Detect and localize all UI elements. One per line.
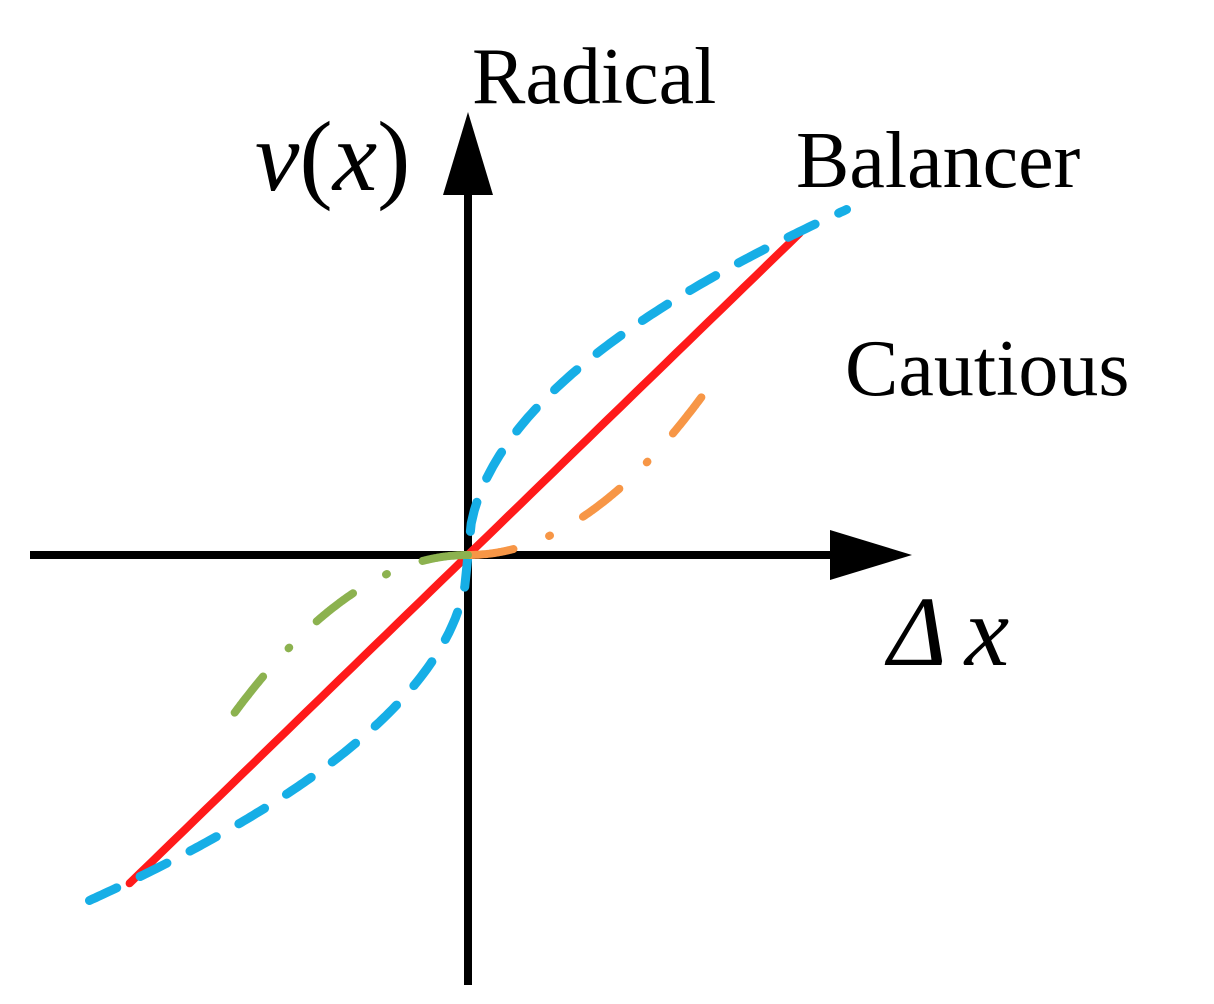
radical-curve-negative bbox=[212, 551, 472, 742]
y-label-argument: x bbox=[331, 101, 377, 212]
y-label-open-paren: ( bbox=[299, 101, 332, 212]
y-label-close-paren: ) bbox=[377, 101, 410, 212]
x-label-delta: Δ bbox=[884, 576, 947, 687]
y-label-function: v bbox=[255, 101, 300, 212]
y-axis-label: v(x) bbox=[255, 101, 410, 212]
balancer-label: Balancer bbox=[796, 117, 1080, 205]
x-label-variable: x bbox=[963, 576, 1009, 687]
radical-label: Radical bbox=[472, 33, 716, 121]
cautious-label: Cautious bbox=[845, 325, 1129, 413]
x-axis-arrowhead bbox=[830, 530, 912, 580]
y-axis-arrowhead bbox=[443, 112, 493, 195]
radical-curve-positive bbox=[464, 368, 724, 559]
